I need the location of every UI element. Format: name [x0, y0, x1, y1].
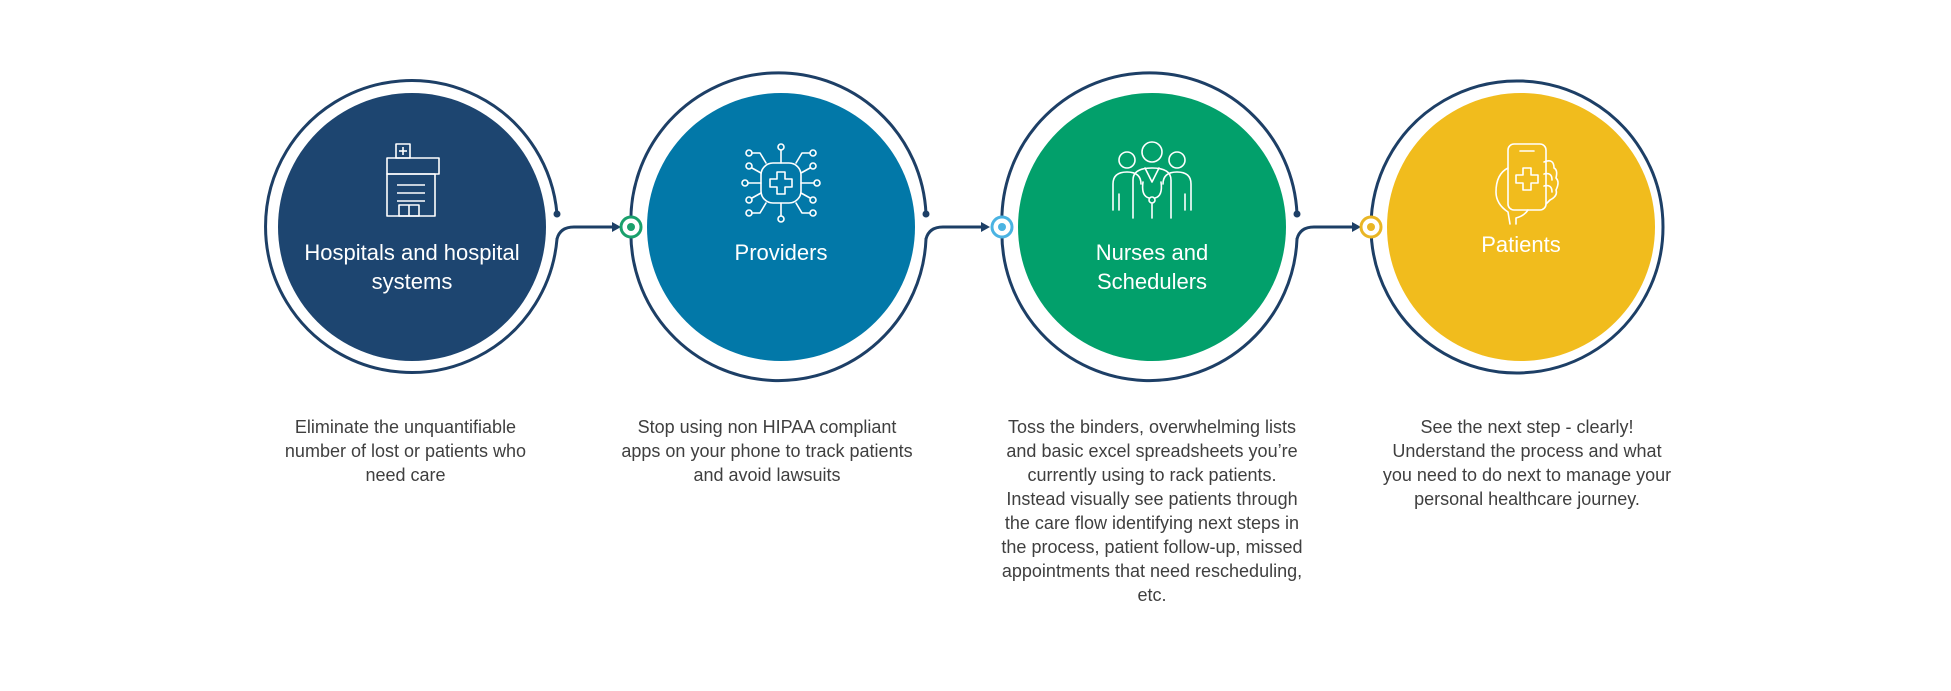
arrowhead-2 [981, 222, 990, 232]
ring-patients [1369, 79, 1665, 375]
stage-title: Hospitals and hospital systems [304, 240, 520, 294]
stage-patients: Patients [1387, 93, 1655, 361]
stage-title: Patients [1481, 232, 1561, 257]
stage-description-hospitals: Eliminate the unquantifiable number of l… [284, 417, 527, 485]
node-nurses [990, 215, 1014, 239]
ring-hospitals [264, 79, 559, 374]
connector-1 [555, 225, 616, 241]
mobile-health-icon [1476, 138, 1566, 228]
stage-description-patients: See the next step - clearly! Understand … [1382, 417, 1672, 509]
stage-title: Nurses and Schedulers [1095, 240, 1209, 294]
node-providers [619, 215, 643, 239]
stage-hospitals: Hospitals and hospital systems [278, 93, 546, 361]
medical-network-icon [736, 138, 826, 228]
connector-3 [1295, 225, 1356, 241]
ring-end-dot-3 [1293, 210, 1301, 218]
hospital-building-icon [367, 138, 457, 228]
stage-nurses: Nurses and Schedulers [1018, 93, 1286, 361]
stage-providers: Providers [647, 93, 915, 361]
arrowhead-3 [1352, 222, 1361, 232]
ring-end-dot-1 [553, 210, 561, 218]
node-patients [1359, 215, 1383, 239]
stage-title: Providers [734, 240, 828, 265]
ring-end-dot-2 [922, 210, 930, 218]
stage-description-providers: Stop using non HIPAA compliant apps on y… [621, 417, 913, 485]
stage-description-nurses: Toss the binders, overwhelming lists and… [1001, 417, 1303, 605]
arrowhead-1 [612, 222, 621, 232]
medical-staff-icon [1107, 138, 1197, 228]
connector-2 [924, 225, 985, 241]
